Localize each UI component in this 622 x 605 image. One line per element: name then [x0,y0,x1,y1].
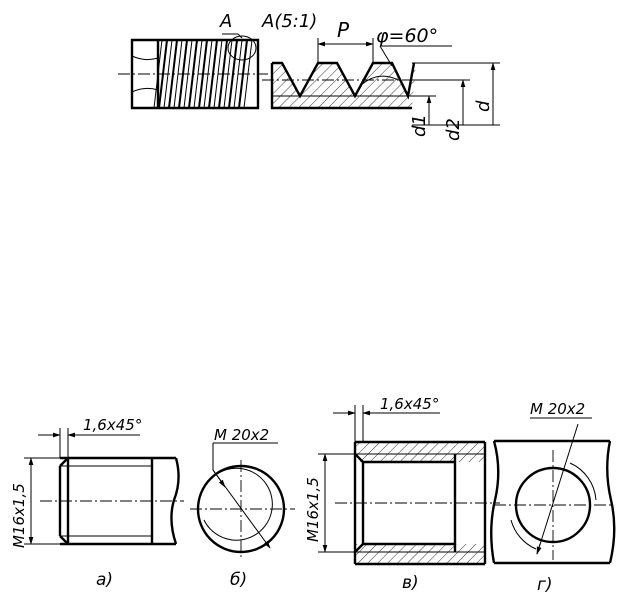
detail-label: A [219,11,232,32]
view-g-caption: г) [537,575,553,595]
d2-label: d2 [443,118,464,141]
view-v-caption: в) [402,573,419,593]
view-g [490,417,616,565]
thread-profile [262,38,500,126]
view-v-size: M16x1,5 [304,477,322,542]
threaded-rod [118,33,268,110]
view-b-caption: б) [230,570,247,590]
view-label: A(5:1) [261,11,317,32]
d-label: d [473,100,494,112]
d1-label: d1 [409,114,430,137]
view-g-thread: M 20x2 [530,400,585,418]
angle-label: φ=60° [376,25,438,47]
view-b-thread: M 20x2 [214,426,269,444]
view-a-chamfer: 1,6x45° [83,416,142,434]
view-a [24,428,184,546]
pitch-label: P [337,18,350,42]
view-v [318,405,500,566]
view-a-caption: а) [96,570,113,590]
view-b [190,442,295,560]
view-a-size: M16x1,5 [10,483,28,548]
view-v-chamfer: 1,6x45° [380,395,439,413]
